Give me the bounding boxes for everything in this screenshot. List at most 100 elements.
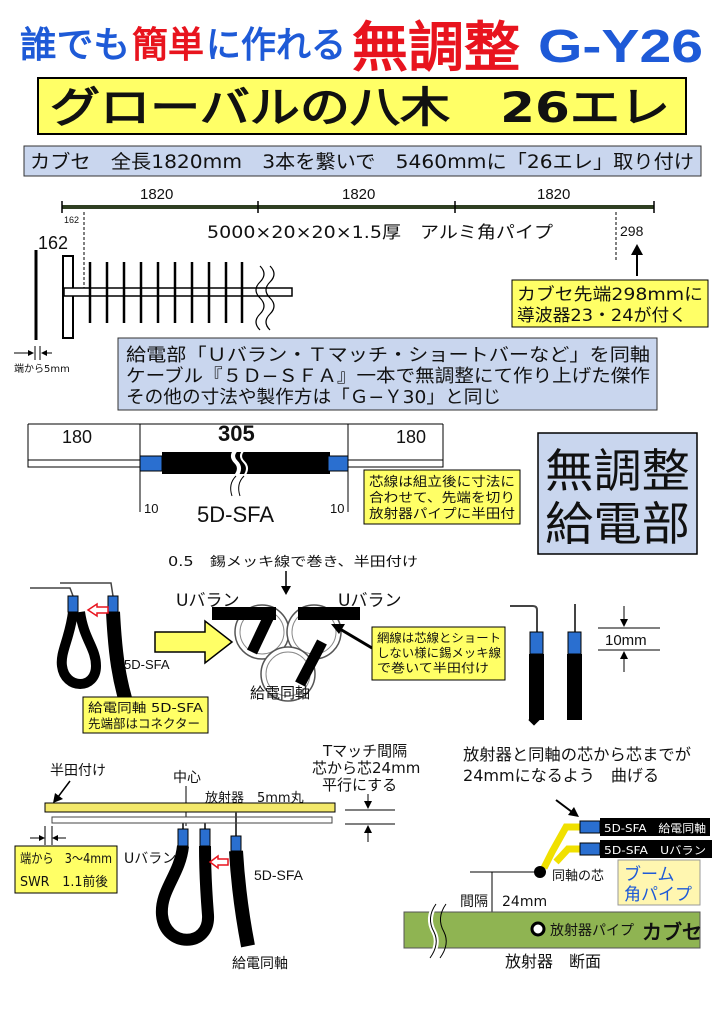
break-mark-icon xyxy=(230,475,237,497)
coax-right-tip: 10 xyxy=(330,501,344,516)
banner-box xyxy=(37,77,687,135)
cross-instruction-line-2: 24mmになるよう 曲げる xyxy=(463,766,659,785)
coax-core-dot xyxy=(534,866,546,878)
tip-note-box xyxy=(511,279,709,328)
tmatch-note-line-3: 平行にする xyxy=(322,776,397,794)
cross-instruction-line-1: 放射器と同軸の芯から芯までが xyxy=(463,745,691,764)
coax-cable-label: 5D-SFA xyxy=(197,502,274,527)
end-note-line-2: SWR 1.1前後 xyxy=(20,874,108,890)
feed-badge-line-1: 無調整 xyxy=(545,444,690,498)
core-spacing: 間隔 24mm xyxy=(460,894,547,910)
section-length-2: 1820 xyxy=(342,186,375,203)
arrow-down-right-icon xyxy=(568,807,579,817)
balun-loop xyxy=(56,611,102,689)
shield-note-line-1: 網線は芯線とショート xyxy=(377,630,501,645)
balun-label-left: Uバラン xyxy=(176,591,239,611)
reflector-edge-note: 端から5mm xyxy=(14,362,70,375)
feed-coax-label: 給電同軸 xyxy=(250,684,310,702)
core-wire-bent xyxy=(510,605,538,632)
end-note-box xyxy=(14,845,118,894)
cross-arrow-shaft xyxy=(555,799,573,813)
tmatch-cable-label: 5D-SFA xyxy=(254,867,304,883)
coax-end-left xyxy=(139,455,163,472)
tmatch-note-line-2: 芯から芯24mm xyxy=(312,759,420,777)
connector-note-line-1: 給電同軸 5D-SFA xyxy=(88,700,204,715)
boom-plan: 1820 1820 1820 162 162 5000×20×20×1.5厚 ア… xyxy=(38,186,709,328)
boom-label-line-2: 角パイプ xyxy=(624,885,692,905)
tmatch-feed-coax-label: 給電同軸 xyxy=(232,956,288,972)
arrow-left-outline-icon xyxy=(208,854,229,870)
core-wire-left xyxy=(27,459,141,468)
kabuse-label: カブセ xyxy=(642,920,702,944)
break-mark-icon xyxy=(238,475,245,497)
tmatch-rod xyxy=(51,816,333,824)
arrow-up-icon xyxy=(620,651,628,659)
kabuse-bar xyxy=(403,911,701,949)
wrap-note: 0.5 錫メッキ線で巻き、半田付け xyxy=(168,554,418,570)
feed-coax-tag: 5D-SFA 給電同軸 xyxy=(604,821,706,835)
pointer-arrow-shaft xyxy=(339,627,373,650)
title-tail: に作れる xyxy=(206,25,346,66)
boom-label-line-1: ブーム xyxy=(624,864,675,885)
break-mark-icon xyxy=(429,903,437,959)
arrow-right-icon xyxy=(28,350,34,356)
summary-text: カブセ 全長1820mm 3本を繋いで 5460mmに「26エレ」取り付け xyxy=(30,150,694,173)
tip-length: 298 xyxy=(620,223,644,239)
radiator-cross-section: 放射器と同軸の芯から芯までが 24mmになるよう 曲げる 5D-SFA 給電同軸… xyxy=(403,745,712,971)
coax-end-blue xyxy=(579,842,601,856)
feed-description-line-3: その他の寸法や製作方は「Ｇ−Ｙ30」と同じ xyxy=(126,387,501,408)
coax-note-line-1: 芯線は組立後に寸法に xyxy=(369,474,515,490)
pipe-spec: 5000×20×20×1.5厚 アルミ角パイプ xyxy=(207,223,553,243)
feed-description-line-1: 給電部「Ｕバラン・Ｔマッチ・ショートバーなど」を同軸 xyxy=(126,345,650,366)
boom-label-box xyxy=(617,859,701,906)
break-mark-icon xyxy=(439,903,447,959)
shield-note-box xyxy=(371,626,506,681)
coax-jacket xyxy=(529,654,544,720)
arrow-left-icon xyxy=(41,350,47,356)
balun-arm-right xyxy=(298,607,360,620)
section-length-1: 1820 xyxy=(140,186,173,203)
connector-note-box xyxy=(82,696,209,734)
feed-coax-cable xyxy=(229,850,255,948)
radiator-pipe xyxy=(44,802,336,813)
coax-section-circle xyxy=(260,646,316,702)
shield-note-line-2: しない様に錫メッキ線 xyxy=(377,645,501,660)
feed-badge-line-2: 給電部 xyxy=(545,497,690,551)
break-mark-icon xyxy=(265,265,275,331)
tip-note-line-1: カブセ先端298mmに xyxy=(517,284,703,305)
banner: グローバルの八木 26エレ xyxy=(37,77,687,135)
arrow-down-icon xyxy=(364,801,372,809)
radiator-pipe-label: 放射器パイプ xyxy=(550,923,634,939)
connector-note-line-2: 先端部はコネクター xyxy=(88,716,200,731)
balun-loop xyxy=(155,845,214,946)
big-arrow-right-icon xyxy=(154,619,234,665)
coax-break-gap xyxy=(231,448,241,478)
bent-core-lead xyxy=(540,823,580,870)
core-wire-right xyxy=(347,459,444,468)
radiator-pipe-section xyxy=(530,921,546,937)
feed-description-box xyxy=(117,337,658,411)
feed-description-line-2: ケーブル『５Ｄ−ＳＦＡ』一本で無調整にて作り上げた傑作 xyxy=(126,365,650,387)
cross-section-caption: 放射器 断面 xyxy=(505,952,601,971)
arrow-down-icon xyxy=(281,586,291,595)
coax-end-right xyxy=(327,455,349,472)
core-label: 同軸の芯 xyxy=(552,869,604,884)
title-model: G-Y26 xyxy=(538,20,703,72)
radiator-element xyxy=(62,255,74,339)
balun-arm-right-diagonal xyxy=(295,639,327,687)
coax-end-blue xyxy=(199,828,211,847)
boom-bar xyxy=(62,205,654,209)
coax-center-length: 305 xyxy=(218,421,255,446)
coax-jacket xyxy=(567,654,582,720)
break-mark-icon xyxy=(255,265,265,331)
arrow-left-outline-icon xyxy=(86,602,109,618)
coax-left-length: 180 xyxy=(62,427,92,447)
end-note-line-1: 端から 3〜4mm xyxy=(20,852,112,867)
lead-spacing: 10mm xyxy=(605,632,647,649)
title-adjust-free: 無調整 xyxy=(352,16,520,79)
balun-tag: 5D-SFA Uバラン xyxy=(604,844,706,857)
balun-assembly: 0.5 錫メッキ線で巻き、半田付け Uバラン Uバラン 給電同軸 5D-SFA … xyxy=(30,554,660,734)
tmatch-assembly: Tマッチ間隔 芯から芯24mm 平行にする 半田付け 中心 放射器 5mm丸 端… xyxy=(14,742,420,972)
boom-pipe xyxy=(63,287,293,297)
